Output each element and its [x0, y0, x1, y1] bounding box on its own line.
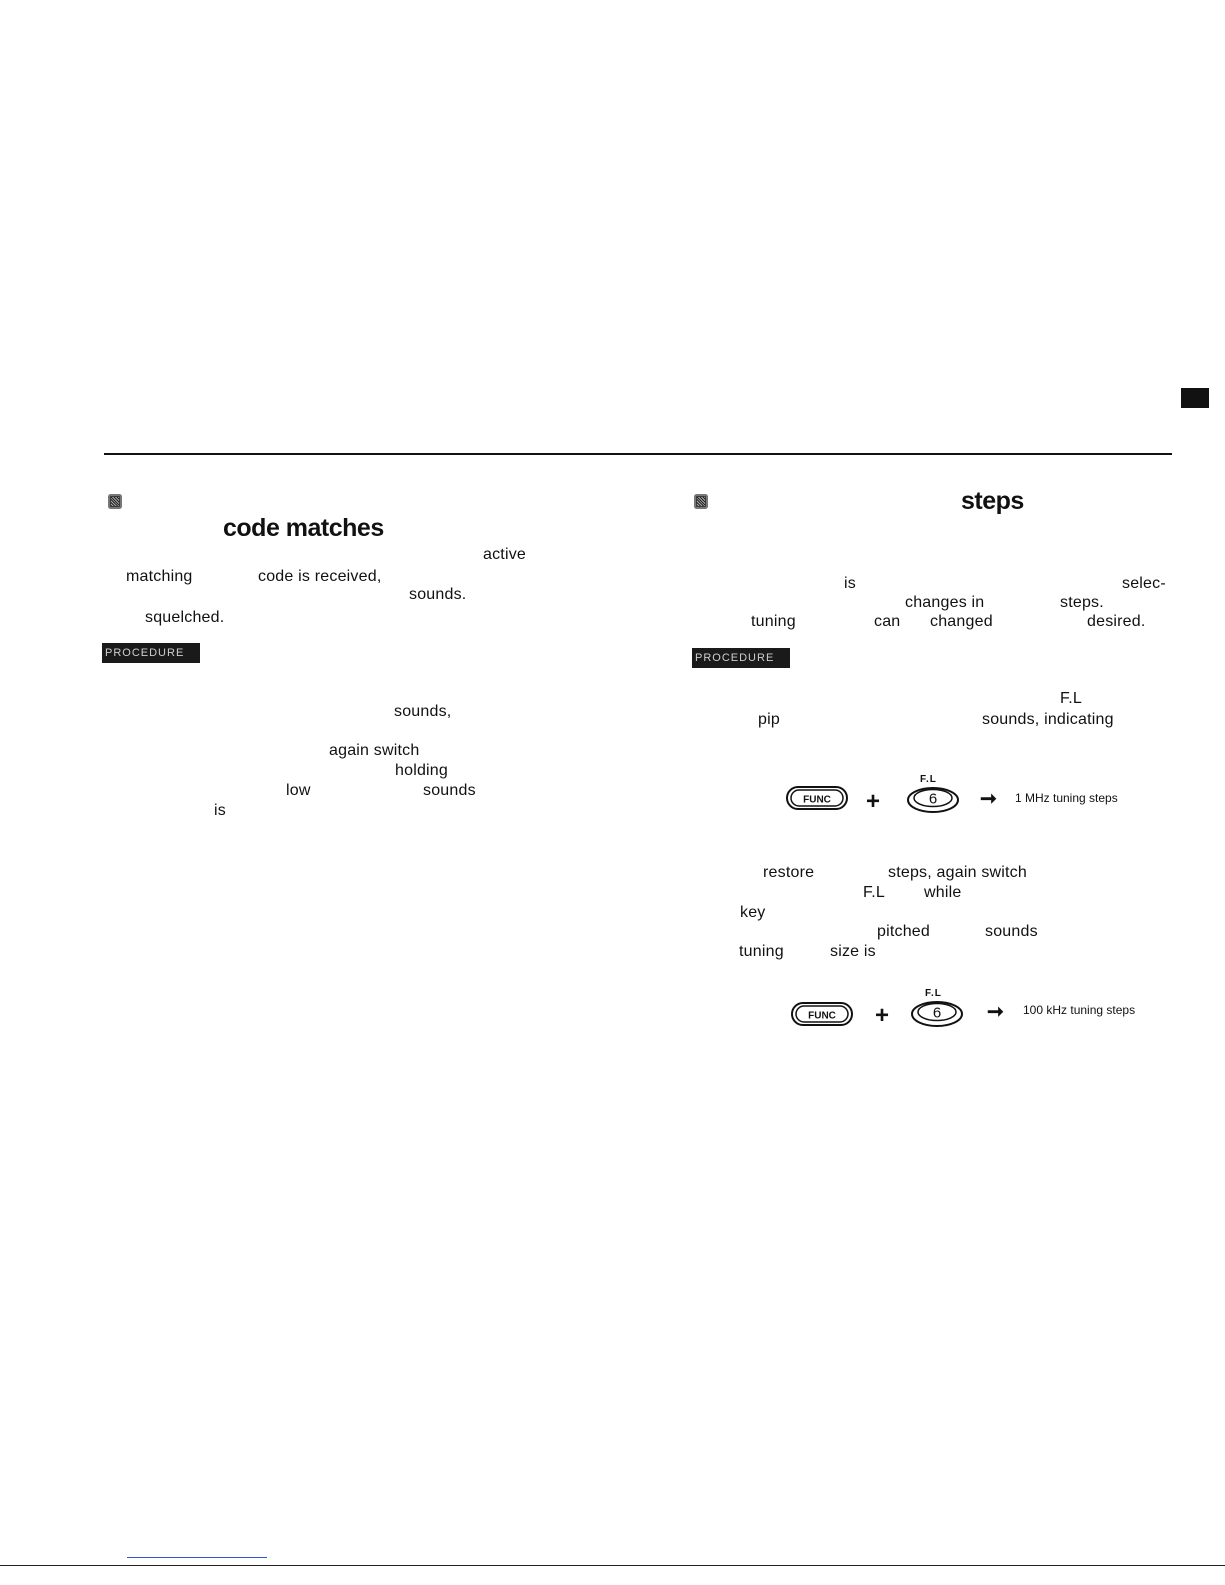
- right-frag-sounds: sounds: [985, 923, 1038, 940]
- right-frag-restore: restore: [763, 864, 815, 881]
- left-frag-matching: matching: [126, 568, 193, 585]
- right-frag-sounds-indicating: sounds, indicating: [982, 711, 1114, 728]
- right-frag-changes-in: changes in: [905, 594, 985, 611]
- right-frag-pip: pip: [758, 711, 780, 728]
- section-bullet-icon: [694, 494, 708, 509]
- left-frag-again-switch: again switch: [329, 742, 420, 759]
- right-frag-fl-2: F.L: [863, 884, 885, 901]
- left-frag-holding: holding: [395, 762, 449, 779]
- header-divider: [104, 453, 1172, 455]
- left-frag-active: active: [483, 546, 526, 563]
- procedure-label: PROCEDURE: [692, 648, 790, 668]
- left-frag-sounds: sounds.: [409, 586, 467, 603]
- right-frag-desired: desired.: [1087, 613, 1146, 630]
- func-key-icon: FUNC: [791, 1002, 853, 1031]
- right-frag-steps-again-switch: steps, again switch: [888, 864, 1027, 881]
- right-frag-while: while: [924, 884, 962, 901]
- step2-result: 100 kHz tuning steps: [1023, 1003, 1136, 1017]
- six-key-icon: 6: [906, 786, 960, 819]
- right-frag-tuning: tuning: [751, 613, 796, 630]
- right-section-title: steps: [961, 487, 1024, 515]
- section-bullet-icon: [108, 494, 122, 509]
- func-key-icon: FUNC: [786, 786, 848, 815]
- right-frag-selec: selec-: [1122, 575, 1166, 592]
- right-frag-changed: changed: [930, 613, 993, 630]
- left-section-title: code matches: [223, 514, 384, 542]
- left-frag-low: low: [286, 782, 311, 799]
- left-frag-sounds-3: sounds: [423, 782, 476, 799]
- procedure-label: PROCEDURE: [102, 643, 200, 663]
- right-frag-key: key: [740, 904, 766, 921]
- left-frag-squelched: squelched.: [145, 609, 225, 626]
- fl-key-caption: F.L: [920, 774, 937, 785]
- plus-sign: +: [875, 1002, 890, 1029]
- right-frag-can: can: [874, 613, 901, 630]
- arrow-right-icon: ➞: [980, 788, 997, 810]
- six-key-icon: 6: [910, 1000, 964, 1033]
- right-frag-fl: F.L: [1060, 690, 1082, 707]
- six-key-label: 6: [933, 1005, 941, 1022]
- footer-link-underline: [127, 1557, 267, 1558]
- plus-sign: +: [866, 788, 881, 815]
- section-tab-marker: [1181, 388, 1209, 408]
- left-frag-is: is: [214, 802, 226, 819]
- right-frag-tuning-2: tuning: [739, 943, 784, 960]
- footer-divider: [0, 1565, 1225, 1566]
- step1-result: 1 MHz tuning steps: [1015, 791, 1118, 805]
- right-frag-is: is: [844, 575, 856, 592]
- func-key-label: FUNC: [803, 795, 831, 806]
- right-frag-pitched: pitched: [877, 923, 930, 940]
- fl-key-caption: F.L: [925, 988, 942, 999]
- left-frag-sounds-2: sounds,: [394, 703, 452, 720]
- func-key-label: FUNC: [808, 1011, 836, 1022]
- right-frag-size-is: size is: [830, 943, 876, 960]
- left-frag-code-received: code is received,: [258, 568, 382, 585]
- right-frag-steps: steps.: [1060, 594, 1104, 611]
- six-key-label: 6: [929, 791, 937, 808]
- arrow-right-icon: ➞: [987, 1001, 1004, 1023]
